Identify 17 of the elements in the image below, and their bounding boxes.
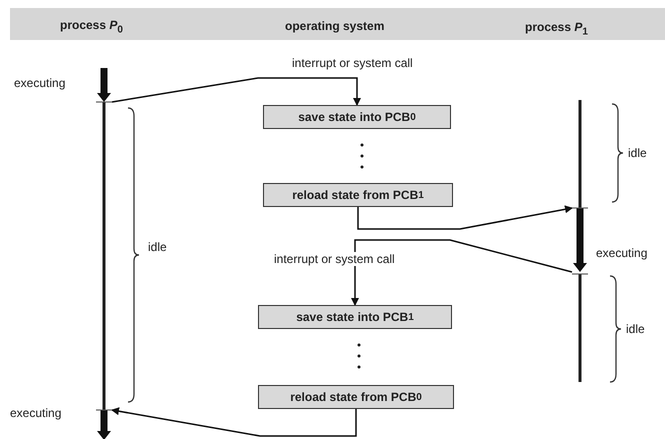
edge-label: interrupt or system call	[272, 252, 397, 266]
state-label: idle	[628, 146, 647, 160]
column-heading: process P$_{1}$	[525, 20, 588, 40]
state-label: executing	[14, 76, 66, 90]
state-label: executing	[10, 406, 62, 420]
arrow	[357, 205, 573, 230]
arrow	[111, 407, 357, 437]
timeline-bar	[96, 68, 112, 439]
state-label: executing	[596, 246, 648, 260]
edge-label: interrupt or system call	[290, 56, 415, 70]
state-label: idle	[148, 240, 167, 254]
arrow	[351, 239, 572, 306]
column-heading: operating system	[285, 19, 384, 33]
column-heading: process P$_{0}$	[60, 18, 123, 38]
timeline-bar	[572, 100, 588, 382]
arrow	[112, 77, 361, 106]
state-label: idle	[626, 322, 645, 336]
